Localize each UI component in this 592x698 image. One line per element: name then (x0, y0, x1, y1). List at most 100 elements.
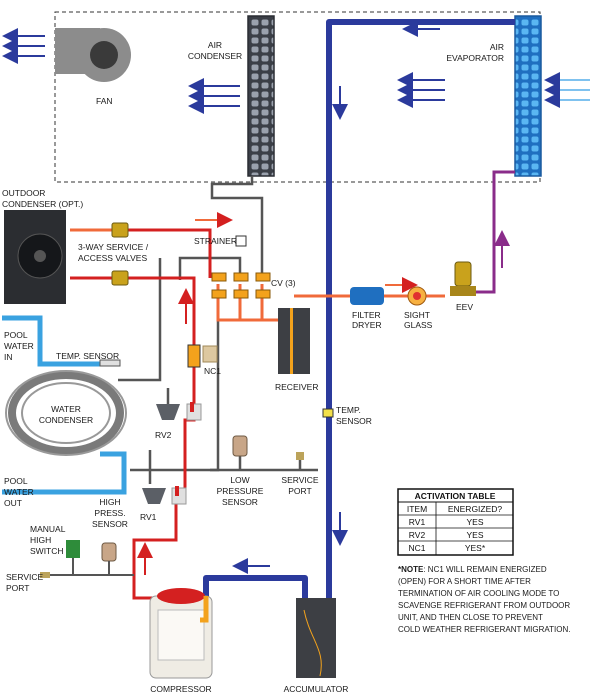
air-evaporator-label-2: EVAPORATOR (446, 53, 504, 63)
eev-label: EEV (456, 302, 473, 312)
outdoor-condenser-label-2: CONDENSER (OPT.) (2, 199, 83, 209)
svg-text:*NOTE: NC1 WILL REMAIN ENERGIZ: *NOTE: NC1 WILL REMAIN ENERGIZED (398, 565, 547, 574)
note-line: (OPEN) FOR A SHORT TIME AFTER (398, 577, 531, 586)
activation-table-cell: RV1 (409, 517, 426, 527)
activation-table-cell: RV2 (409, 530, 426, 540)
pool-water-lines (2, 315, 127, 495)
filter-dryer-label-1: FILTER (352, 310, 381, 320)
accumulator-tank (296, 598, 336, 678)
sight-glass-label-1: SIGHT (404, 310, 430, 320)
nc1-label: NC1 (204, 366, 221, 376)
activation-table-header: ITEM (407, 504, 427, 514)
temp-sensor-right-label-2: SENSOR (336, 416, 372, 426)
low-pressure-sensor-icon (232, 435, 248, 457)
service-port-mid-icon (296, 452, 304, 460)
receiver-label: RECEIVER (275, 382, 318, 392)
low-pressure-label-1: LOW (230, 475, 249, 485)
gray-lines (118, 176, 318, 484)
strainer-icon (235, 235, 247, 247)
high-press-sensor-icon (101, 542, 117, 562)
manual-high-switch-icon (66, 540, 80, 558)
fan-icon (55, 28, 131, 82)
rv2-valve-icon (156, 402, 202, 421)
filter-dryer-label-2: DRYER (352, 320, 382, 330)
suction-line (203, 19, 515, 610)
accumulator-label: ACCUMULATOR (284, 684, 349, 694)
temp-sensor-right-label-1: TEMP. (336, 405, 361, 415)
evaporator-air-in-arrows (544, 72, 590, 108)
check-valve-icon (211, 272, 271, 299)
manual-high-switch-label-3: SWITCH (30, 546, 64, 556)
high-press-label-3: SENSOR (92, 519, 128, 529)
service-port-left-label-1: SERVICE (6, 572, 43, 582)
cv-label: CV (3) (271, 278, 296, 288)
temp-sensor-left (99, 359, 121, 367)
air-evaporator-label-1: AIR (490, 42, 504, 52)
sight-glass-label-2: GLASS (404, 320, 433, 330)
eev-evaporator-line (468, 170, 515, 294)
receiver-tank (278, 308, 310, 374)
eev-valve-icon (450, 261, 476, 296)
air-condenser-label-1: AIR (208, 40, 222, 50)
note-line: : NC1 WILL REMAIN ENERGIZED (423, 565, 547, 574)
note-prefix: *NOTE (398, 565, 424, 574)
pool-water-in-label-1: POOL (4, 330, 28, 340)
high-press-label-2: PRESS. (94, 508, 125, 518)
compressor-label: COMPRESSOR (150, 684, 211, 694)
nc1-valve-icon (187, 344, 218, 368)
activation-table-cell: YES (466, 517, 483, 527)
switch-lines (46, 558, 134, 576)
pool-water-in-label-2: WATER (4, 341, 34, 351)
low-pressure-label-3: SENSOR (222, 497, 258, 507)
evaporator-air-out-arrows (397, 72, 445, 108)
compressor-unit (149, 588, 213, 679)
temp-sensor-left-label: TEMP. SENSOR (56, 351, 119, 361)
high-press-label-1: HIGH (99, 497, 120, 507)
note-line: COLD WEATHER REFRIGERANT MIGRATION. (398, 625, 570, 634)
filter-dryer-icon (350, 287, 384, 305)
suction-flow-arrows (232, 21, 440, 574)
service-port-left-icon (40, 572, 50, 578)
outdoor-condenser-label-1: OUTDOOR (2, 188, 45, 198)
service-valves-label-2: ACCESS VALVES (78, 253, 147, 263)
rv1-label: RV1 (140, 512, 157, 522)
pool-water-in-label-3: IN (4, 352, 13, 362)
air-unit-boundary (54, 11, 541, 183)
service-port-mid-label-2: PORT (288, 486, 311, 496)
air-evaporator-coil (514, 15, 542, 177)
fan-label: FAN (96, 96, 113, 106)
temp-sensor-right (322, 408, 334, 418)
air-condenser-label-2: CONDENSER (188, 51, 242, 61)
rv2-label: RV2 (155, 430, 172, 440)
service-valves-label-1: 3-WAY SERVICE / (78, 242, 149, 252)
outdoor-condenser-unit (4, 210, 66, 304)
activation-table-cell: YES (466, 530, 483, 540)
activation-table-header: ENERGIZED? (448, 504, 503, 514)
activation-table-cell: NC1 (408, 543, 425, 553)
rv1-valve-icon (142, 486, 187, 505)
water-condenser-label-1: WATER (51, 404, 81, 414)
water-condenser-coil (5, 370, 127, 456)
strainer-label: STRAINER (194, 236, 237, 246)
pool-water-out-label-2: WATER (4, 487, 34, 497)
water-condenser-label-2: CONDENSER (39, 415, 93, 425)
manual-high-switch-label-1: MANUAL (30, 524, 66, 534)
service-port-mid-label-1: SERVICE (281, 475, 318, 485)
condenser-air-arrows (188, 78, 240, 114)
pool-water-out-label-3: OUT (4, 498, 22, 508)
air-condenser-coil (247, 15, 275, 177)
activation-table: ACTIVATION TABLE ITEM ENERGIZED? RV1 YES… (397, 488, 514, 556)
service-port-left-label-2: PORT (6, 583, 29, 593)
service-valve-icon (111, 222, 129, 286)
manual-high-switch-label-2: HIGH (30, 535, 51, 545)
low-pressure-label-2: PRESSURE (217, 486, 264, 496)
fan-air-arrows (2, 28, 45, 64)
pool-water-out-label-1: POOL (4, 476, 28, 486)
sight-glass-icon (407, 286, 427, 306)
activation-table-cell: YES* (465, 543, 486, 553)
activation-table-title: ACTIVATION TABLE (415, 491, 496, 501)
note-line: SCAVENGE REFRIGERANT FROM OUTDOOR (398, 601, 570, 610)
note-text: *NOTE: NC1 WILL REMAIN ENERGIZED (OPEN) … (398, 565, 570, 634)
note-line: TERMINATION OF AIR COOLING MODE TO (398, 589, 559, 598)
